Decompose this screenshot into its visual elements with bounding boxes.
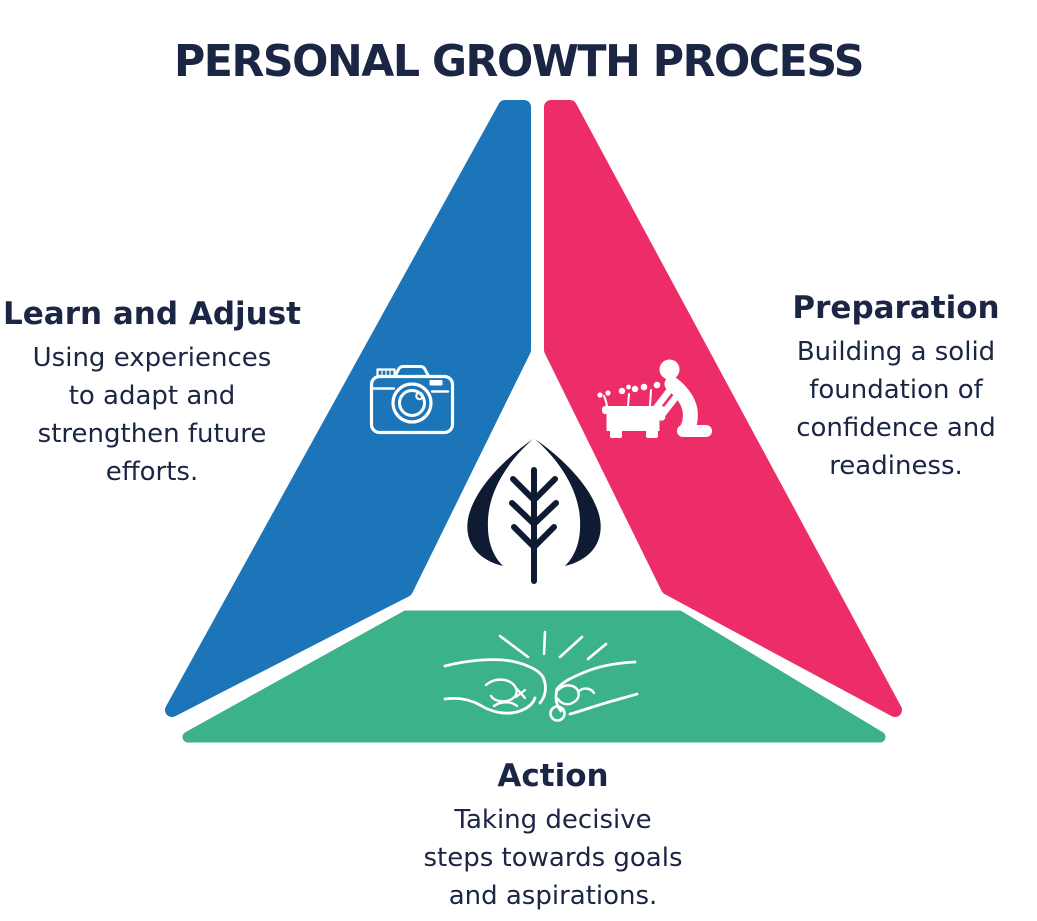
camera-icon xyxy=(369,365,455,435)
sprout-leaf xyxy=(653,381,661,389)
preparation-section: Preparation Building a solid foundation … xyxy=(736,288,1037,485)
sprout-leaf xyxy=(626,384,631,390)
planter-foot-right xyxy=(646,430,658,438)
action-heading: Action xyxy=(497,758,609,794)
leaf-left-crescent xyxy=(467,439,533,566)
right-index-curl xyxy=(577,687,596,695)
action-section: Action Taking decisive steps towards goa… xyxy=(393,756,713,915)
action-segment xyxy=(182,610,886,743)
camera-viewfinder-hump xyxy=(393,365,430,378)
left-knuckle-detail xyxy=(514,687,527,700)
page-title: PERSONAL GROWTH PROCESS xyxy=(173,36,865,87)
preparation-segment xyxy=(544,100,902,717)
right-thumb xyxy=(549,705,566,722)
camera-body xyxy=(369,374,455,435)
fist-bump-icon xyxy=(443,630,639,722)
left-fist-bottom xyxy=(443,696,537,715)
learn-segment xyxy=(165,100,531,717)
camera-flash-hatch xyxy=(381,369,391,377)
sprout-leaves xyxy=(597,381,661,398)
learn-section: Learn and Adjust Using experiences to ad… xyxy=(0,294,312,491)
sprout-leaf xyxy=(618,387,626,395)
right-fist xyxy=(549,660,639,722)
planter-box xyxy=(606,413,660,431)
right-fist-top xyxy=(554,660,637,713)
planter-foot-left xyxy=(610,430,622,438)
camera-lens-highlight xyxy=(415,391,424,401)
leaf-logo xyxy=(467,439,601,584)
sprout-leaf xyxy=(640,383,648,391)
leaf-veins xyxy=(509,476,559,550)
camera-lens-outer xyxy=(391,382,433,424)
planter-rim xyxy=(602,406,665,414)
sprout-leaf xyxy=(605,390,611,396)
sprout-leaf xyxy=(631,385,639,393)
left-thumb-curl xyxy=(492,701,519,708)
gardener-hand-2 xyxy=(657,413,666,421)
camera-window xyxy=(429,380,443,386)
leaf-right-crescent xyxy=(535,439,601,566)
sprout-leaf xyxy=(597,392,603,398)
preparation-heading: Preparation xyxy=(792,290,1000,326)
left-finger-curl xyxy=(484,678,518,703)
learn-description: Using experiences to adapt and strengthe… xyxy=(32,343,272,487)
left-fist-top xyxy=(443,658,547,705)
gardener-head xyxy=(659,359,680,380)
gardener-arm-1 xyxy=(652,387,673,412)
action-description: Taking decisive steps towards goals and … xyxy=(423,805,683,911)
camera-lens-inner xyxy=(398,389,426,417)
right-finger-curl xyxy=(556,684,580,706)
learn-heading: Learn and Adjust xyxy=(3,296,301,332)
impact-rays xyxy=(498,630,608,661)
left-fist xyxy=(443,658,547,715)
right-fist-bottom xyxy=(568,692,639,716)
preparation-description: Building a solid foundation of confidenc… xyxy=(796,337,996,481)
gardener-torso xyxy=(664,376,698,437)
sprout-stems xyxy=(603,389,652,407)
gardening-icon xyxy=(597,359,712,438)
